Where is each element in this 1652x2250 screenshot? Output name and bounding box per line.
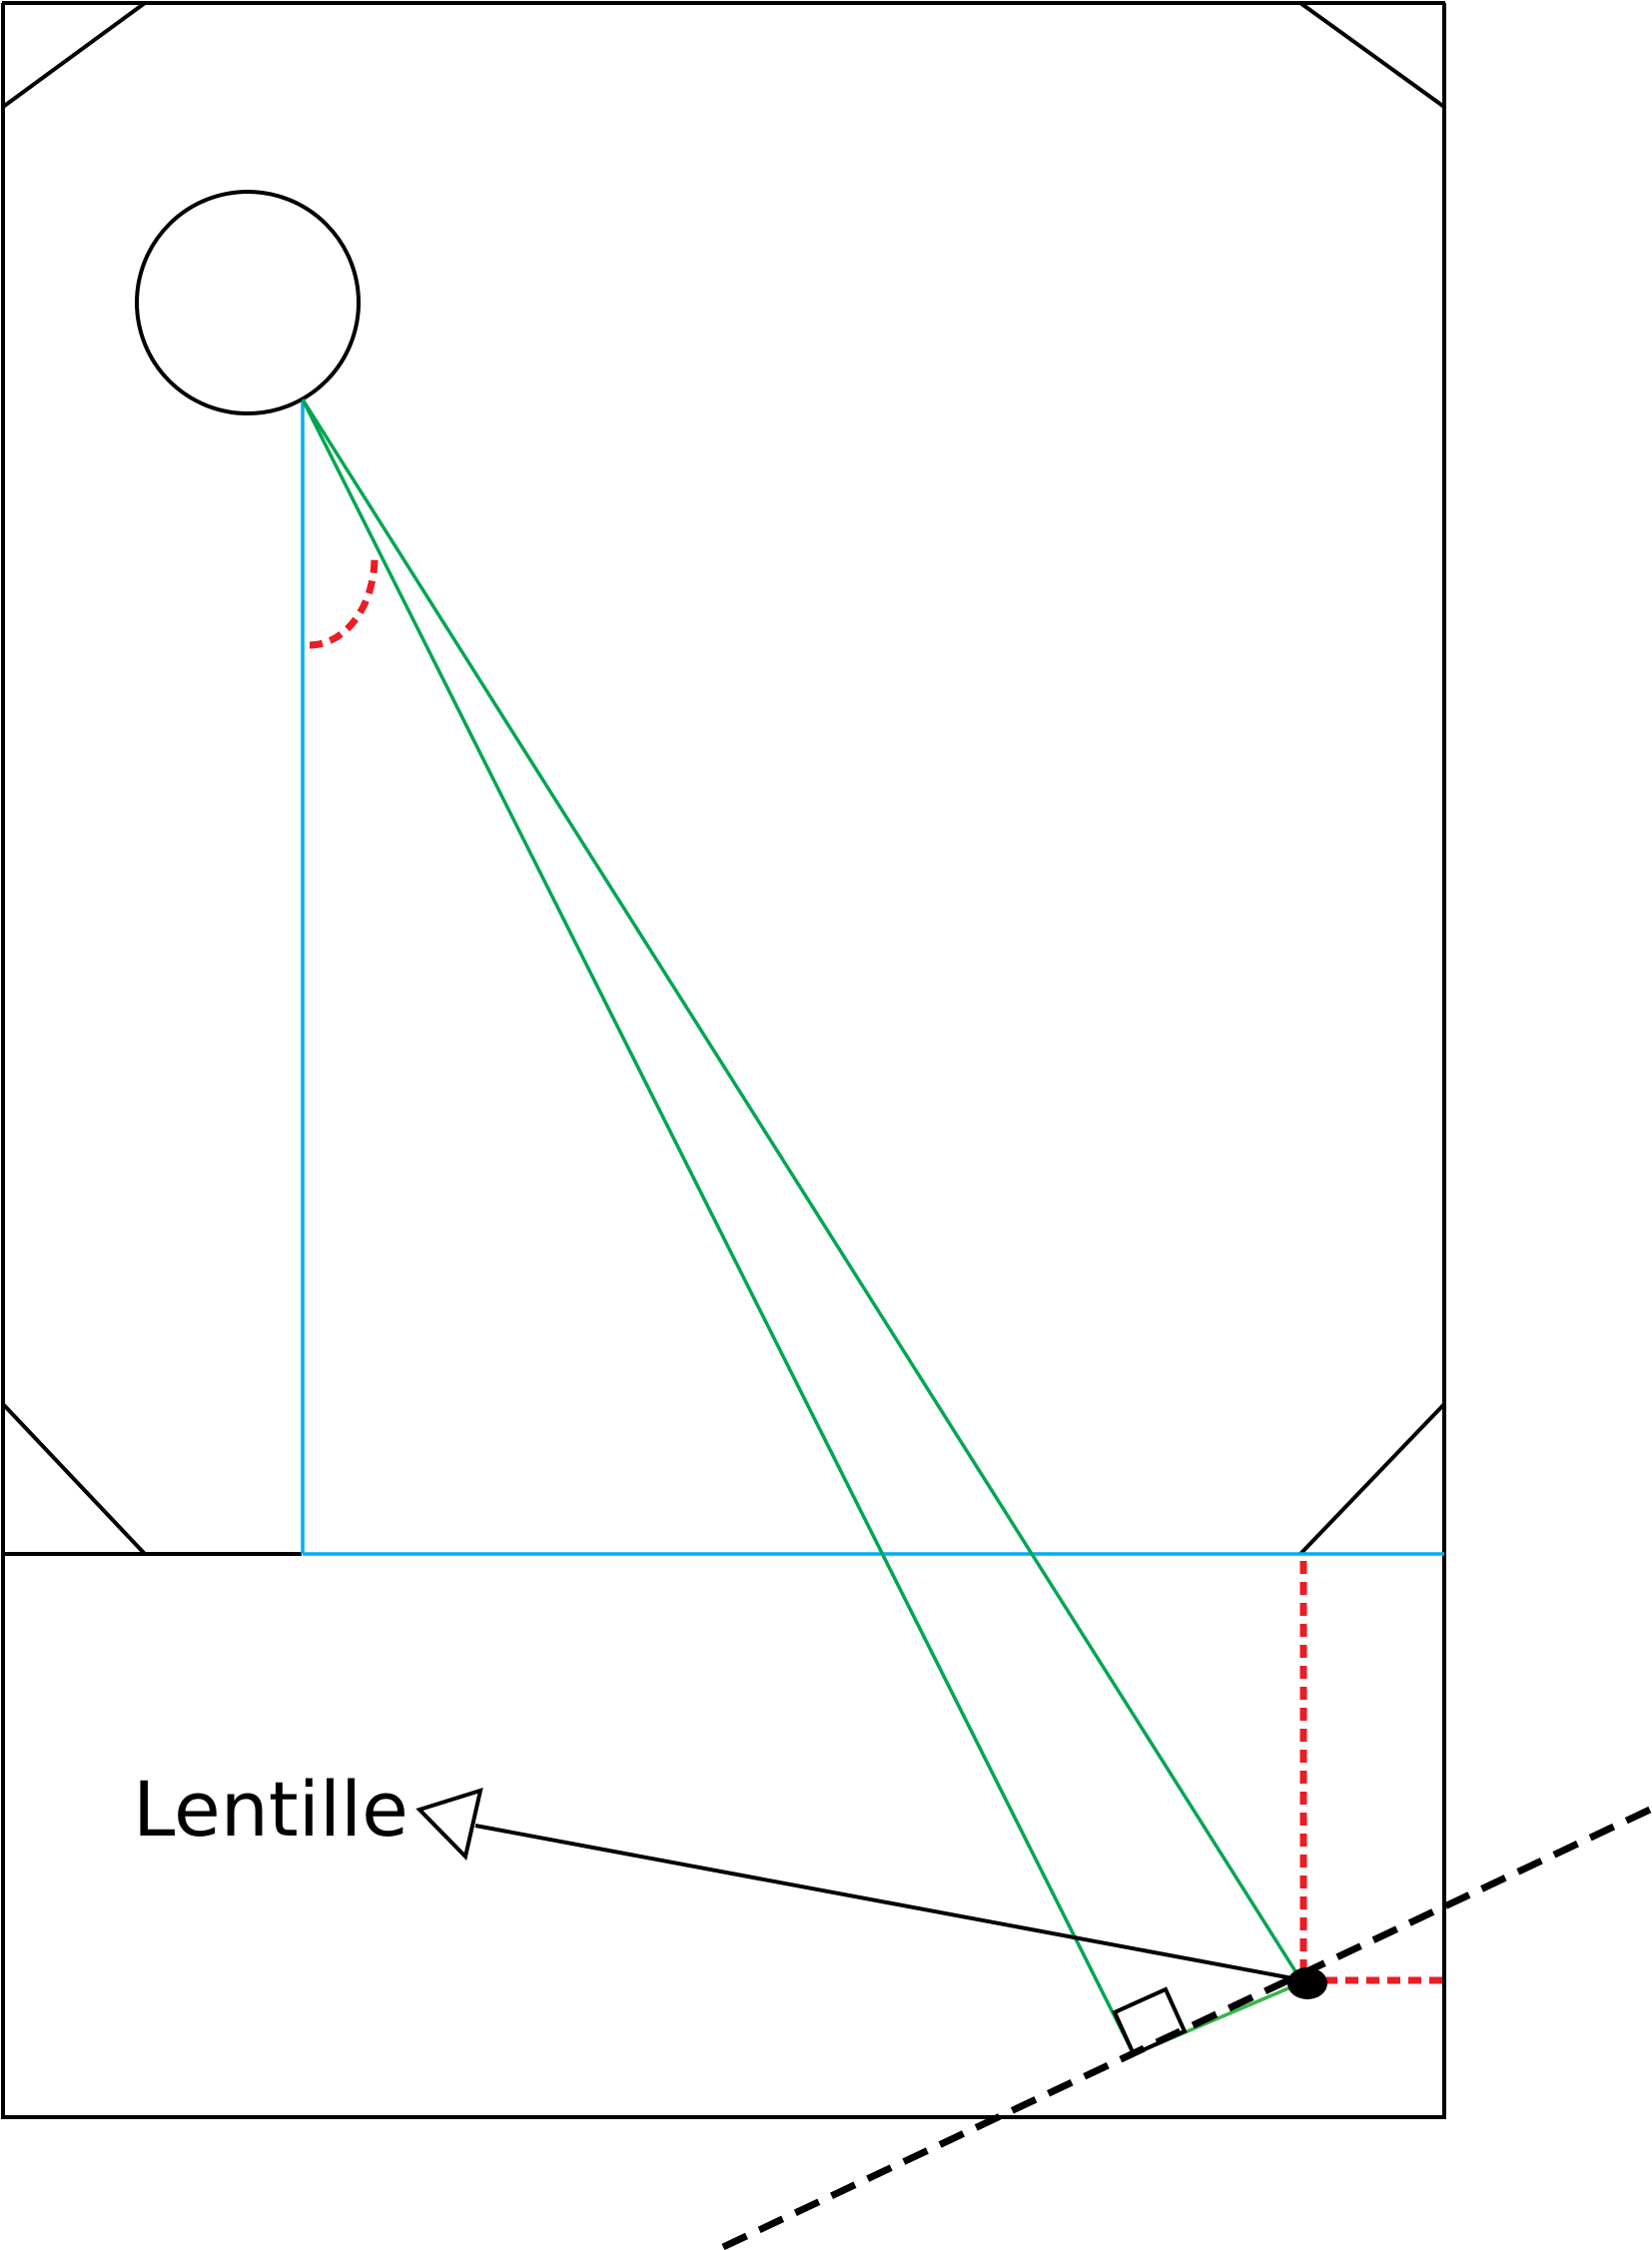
cyan-reference-lines xyxy=(301,401,1444,1556)
corner-top-right xyxy=(1298,1,1446,109)
lens-arrowhead xyxy=(415,1788,483,1862)
dashed-lens-axis xyxy=(721,1805,1652,2250)
lens-label: Lentille xyxy=(133,1765,409,1854)
lens-point-dot xyxy=(1287,1967,1327,1999)
ball-circle xyxy=(135,190,361,415)
green-sight-lines xyxy=(301,398,1304,2055)
corner-bottom-left xyxy=(1,1402,147,1556)
lens-pointer-line xyxy=(474,1824,1304,1982)
right-angle-marker xyxy=(1112,1986,1188,2057)
frame xyxy=(1,1,1446,2119)
red-angle-arc xyxy=(309,556,379,649)
green-line-inner xyxy=(301,398,1136,2055)
corner-bottom-right xyxy=(1298,1402,1446,1556)
corner-top-left xyxy=(1,1,147,109)
green-line-outer xyxy=(301,398,1304,1983)
red-angle-markers xyxy=(309,556,1444,1984)
corner-pockets xyxy=(1,1,1446,1556)
